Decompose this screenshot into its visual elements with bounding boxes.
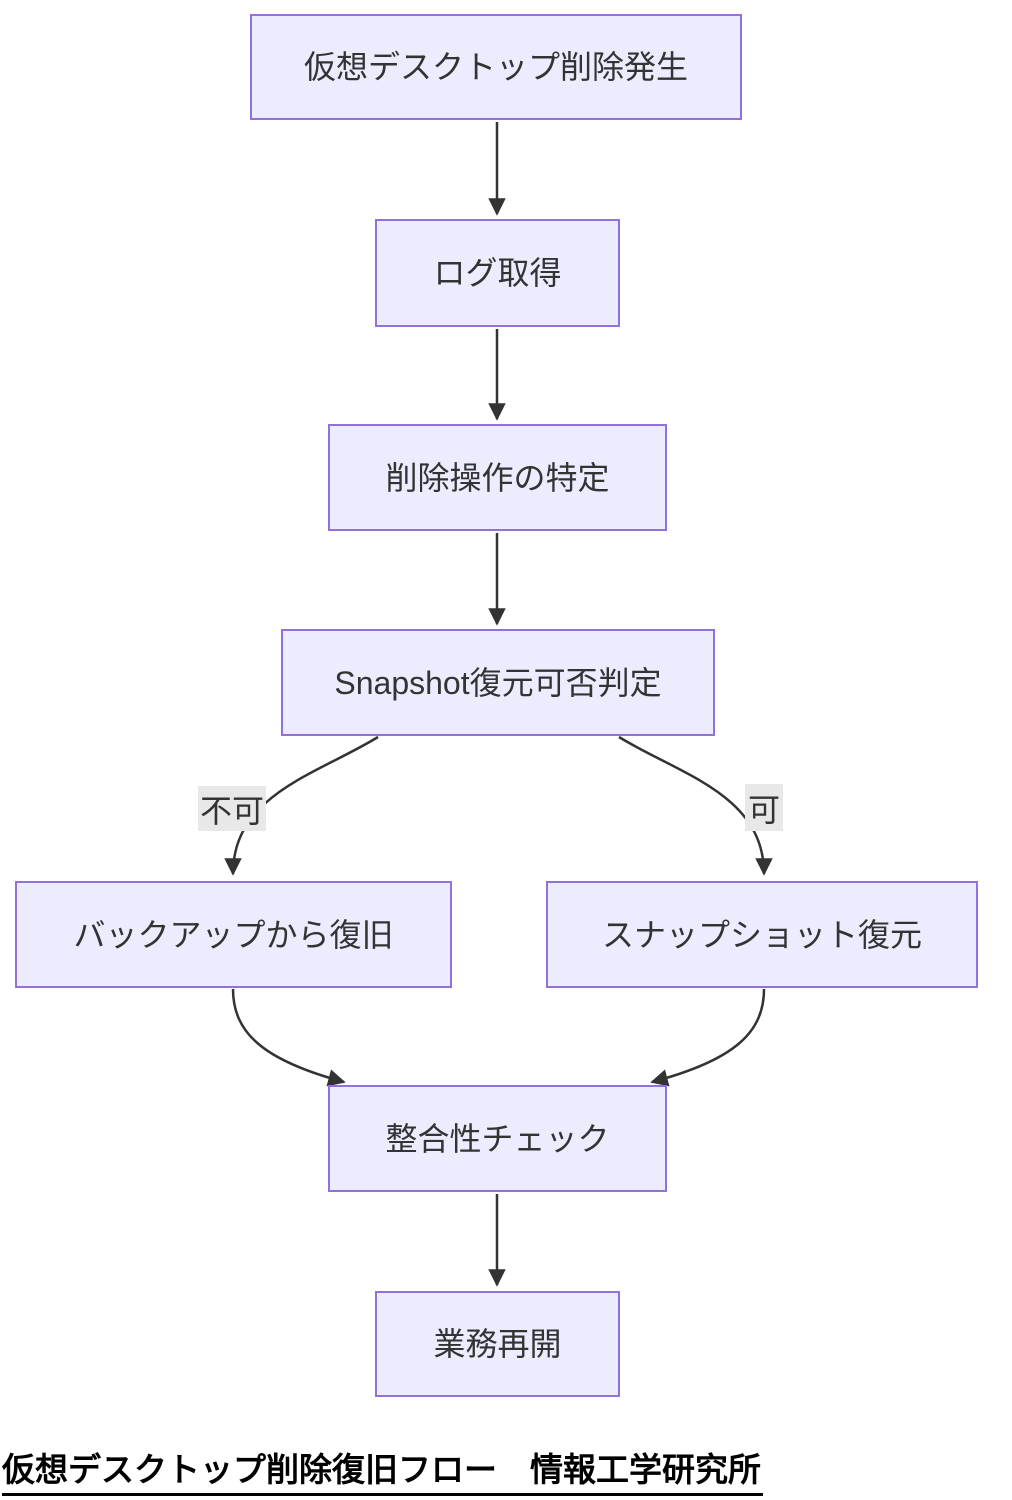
edge-label-no: 不可: [198, 786, 266, 831]
node-identify: 削除操作の特定: [328, 424, 667, 531]
node-resume: 業務再開: [375, 1291, 620, 1397]
edge-snapshot-integrity: [650, 988, 766, 1087]
node-start: 仮想デスクトップ削除発生: [250, 14, 742, 120]
node-snapshot: スナップショット復元: [546, 881, 978, 988]
node-backup: バックアップから復旧: [15, 881, 452, 988]
edge-backup-integrity: [231, 988, 346, 1087]
edge-label-yes: 可: [745, 784, 783, 831]
node-integrity: 整合性チェック: [328, 1085, 667, 1192]
node-log: ログ取得: [375, 219, 620, 327]
node-decision: Snapshot復元可否判定: [281, 629, 715, 736]
diagram-caption: 仮想デスクトップ削除復旧フロー 情報工学研究所: [2, 1449, 763, 1497]
edge-decision-snapshot: [618, 735, 773, 876]
